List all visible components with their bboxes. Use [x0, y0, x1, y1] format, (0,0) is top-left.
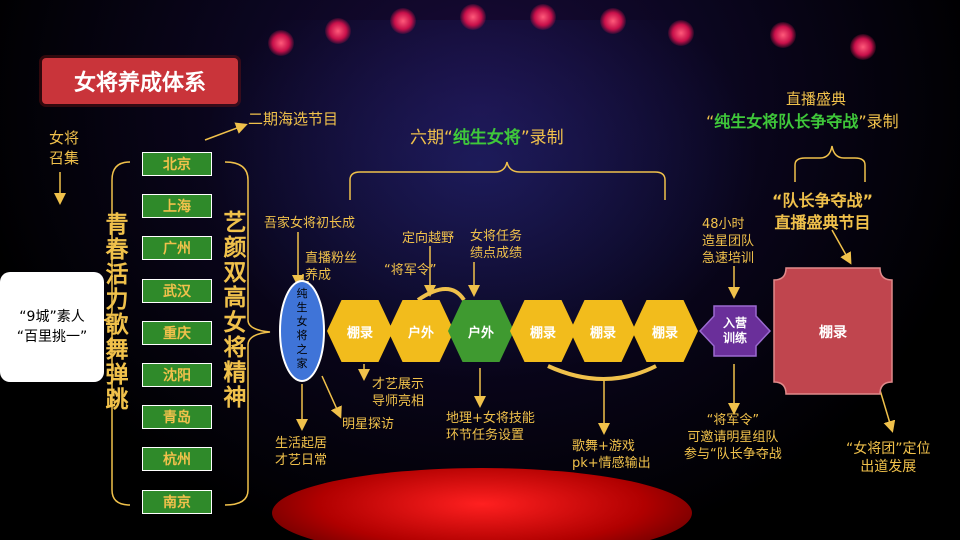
studio-link-arc — [547, 364, 657, 381]
spotlight — [850, 34, 876, 60]
note-tasks: 女将任务 绩点成绩 — [470, 229, 523, 261]
city-item: 北京 — [142, 152, 212, 176]
camp-arrow — [698, 305, 772, 357]
left-bracket — [103, 161, 131, 506]
final-stage-shape — [773, 267, 893, 395]
city-item: 南京 — [142, 489, 212, 514]
captain-battle-label: “队长争夺战” 直播盛典节目 — [772, 191, 874, 232]
note-command2: “将军令” 可邀请明星组队 参与“队长争夺战 — [684, 413, 782, 462]
phase2-label: 二期海选节目 — [248, 110, 339, 128]
vertical-left-slogan: 青春活力歌舞弹跳 — [101, 212, 127, 412]
note-talent: 才艺展示 导师亮相 — [372, 377, 425, 409]
slogan-box: “9城”素人 “百里挑一” — [0, 272, 104, 382]
city-item: 广州 — [142, 236, 212, 261]
right-bracket — [224, 161, 271, 506]
city-item: 武汉 — [142, 278, 212, 303]
flow-step-hex: 户外 — [448, 300, 514, 362]
phase2-arrow — [204, 122, 248, 141]
spotlight — [268, 30, 294, 56]
stage-floor — [272, 468, 692, 540]
flow-step-hex: 棚录 — [327, 300, 393, 362]
flow-step-hex: 棚录 — [570, 300, 636, 362]
outdoor-link-arc — [416, 287, 466, 302]
final-stage-label: 棚录 — [819, 325, 847, 341]
city-item: 青岛 — [142, 405, 212, 430]
captain-arrow — [831, 229, 852, 265]
spotlight — [600, 8, 626, 34]
flow-step-hex: 棚录 — [632, 300, 698, 362]
live-brace — [794, 145, 866, 182]
home-label: 纯生女将之家 — [296, 287, 308, 370]
home-oval — [279, 280, 325, 382]
note-live-fans: 直播粉丝 养成 — [305, 251, 358, 283]
spotlight — [460, 4, 486, 30]
note-debut: “女将团”定位 出道发展 — [846, 441, 931, 475]
spotlight — [530, 4, 556, 30]
camp-label: 入营 训练 — [722, 316, 747, 345]
live-title-line1: 直播盛典 — [786, 90, 847, 108]
note-command: “将军令” — [384, 263, 437, 278]
spotlight — [770, 22, 796, 48]
phase6-label: 六期“纯生女将”录制 — [410, 128, 564, 148]
flow-step-hex: 户外 — [388, 300, 454, 362]
note-training: 48小时 造星团队 急速培训 — [702, 217, 755, 266]
note-growth: 吾家女将初长成 — [264, 216, 356, 231]
spotlight — [325, 18, 351, 44]
spotlight — [390, 8, 416, 34]
city-item: 上海 — [142, 194, 212, 219]
phase6-brace — [349, 161, 666, 200]
note-geo: 地理+女将技能 环节任务设置 — [446, 411, 535, 443]
note-cross: 定向越野 — [402, 231, 455, 246]
spotlight — [668, 20, 694, 46]
city-item: 重庆 — [142, 320, 212, 345]
note-songs: 歌舞+游戏 pk+情感输出 — [572, 439, 651, 471]
note-daily: 生活起居 才艺日常 — [275, 436, 328, 468]
live-title-line2: “纯生女将队长争夺战”录制 — [706, 112, 899, 131]
flow-step-hex: 棚录 — [510, 300, 576, 362]
page-title: 女将养成体系 — [42, 58, 238, 104]
note-star-visit: 明星探访 — [342, 417, 395, 432]
city-item: 沈阳 — [142, 363, 212, 387]
recruit-label: 女将 召集 — [48, 129, 79, 167]
vertical-right-slogan: 艺颜双高女将精神 — [219, 210, 245, 410]
city-item: 杭州 — [142, 447, 212, 472]
